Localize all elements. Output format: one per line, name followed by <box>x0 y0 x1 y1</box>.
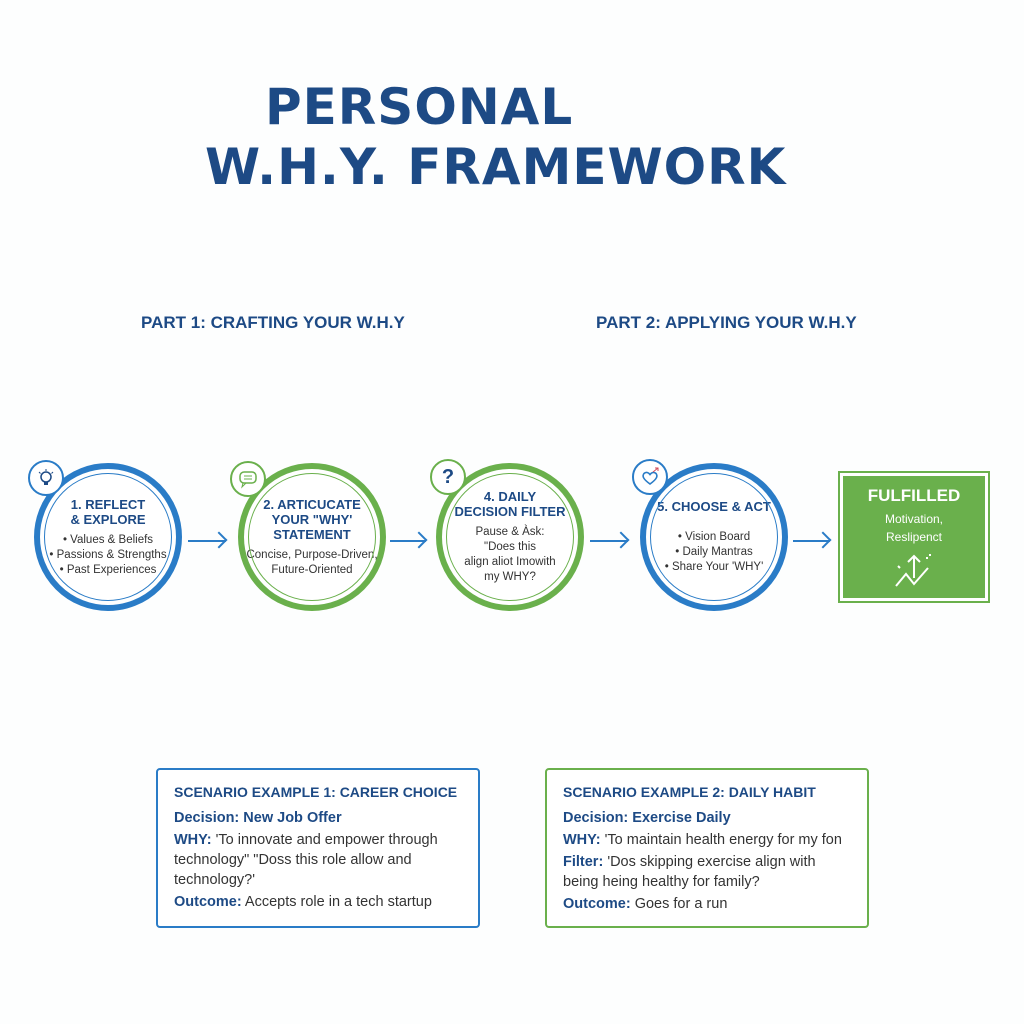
scenario-decision: Decision: Exercise Daily <box>563 810 731 826</box>
step-line: Future-Oriented <box>271 563 353 576</box>
filter-text: 'Dos skipping exercise align with being … <box>563 854 816 890</box>
speech-bubble-icon <box>230 461 266 497</box>
outcome-label: Outcome: <box>563 896 631 912</box>
step-line: • Past Experiences <box>59 563 157 576</box>
fulfilled-line: Reslipenct <box>885 530 943 544</box>
outcome-text: Accepts role in a tech startup <box>244 894 432 910</box>
step-title: DECISION FILTER <box>454 504 566 519</box>
fulfilled-box: FULFILLED Motivation, Reslipenct <box>838 471 990 603</box>
title-line-2: W.H.Y. FRAMEWORK <box>205 138 787 196</box>
outcome-label: Outcome: <box>174 894 242 910</box>
why-text: 'To maintain health energy for my fon <box>604 832 842 848</box>
scenario-heading: SCENARIO EXAMPLE 1: CAREER CHOICE <box>174 784 458 800</box>
step-title: 5. CHOOSE & ACT <box>657 499 771 514</box>
step-title: 1. REFLECT <box>70 496 146 512</box>
step-line: • Share Your 'WHY' <box>664 561 764 573</box>
why-label: WHY: <box>174 832 212 848</box>
title-line-1: PERSONAL <box>265 78 574 136</box>
heart-arrow-icon <box>632 459 668 495</box>
flow-arrow <box>590 540 628 542</box>
step-line: • Passions & Strengths <box>49 548 167 561</box>
step-line: • Vision Board <box>677 531 751 543</box>
fulfilled-line: Motivation, <box>884 512 944 526</box>
growth-chart-icon <box>895 554 931 587</box>
why-text: 'To innovate and empower through technol… <box>174 832 438 888</box>
fulfilled-title: FULFILLED <box>867 486 961 505</box>
step-line: my WHY? <box>484 571 536 583</box>
part-1-heading: PART 1: CRAFTING YOUR W.H.Y <box>141 313 405 332</box>
step-choose-act: 5. CHOOSE & ACT • Vision Board • Daily M… <box>640 463 788 611</box>
part-2-heading: PART 2: APPLYING YOUR W.H.Y <box>596 313 857 332</box>
why-label: WHY: <box>563 832 601 848</box>
step-line: • Daily Mantras <box>675 546 753 558</box>
step-line: Concise, Purpose-Driven, <box>246 548 378 561</box>
filter-label: Filter: <box>563 854 604 870</box>
flow-arrow <box>793 540 830 542</box>
flow-arrow <box>390 540 426 542</box>
step-title: 4. DAILY <box>483 489 537 504</box>
question-icon: ? <box>430 459 466 495</box>
step-line: "Does this <box>483 541 537 553</box>
step-line: • Values & Beliefs <box>62 533 154 546</box>
scenario-card-2: SCENARIO EXAMPLE 2: DAILY HABIT Decision… <box>545 768 869 928</box>
scenario-heading: SCENARIO EXAMPLE 2: DAILY HABIT <box>563 784 816 800</box>
step-title: 2. ARTICUCATE <box>263 496 361 512</box>
step-title: YOUR "WHY' <box>271 511 353 527</box>
step-title: STATEMENT <box>273 526 351 542</box>
step-title: & EXPLORE <box>70 511 146 527</box>
flow-arrow <box>188 540 226 542</box>
step-reflect-explore: 1. REFLECT& EXPLORE • Values & Beliefs •… <box>34 463 182 611</box>
scenario-card-1: SCENARIO EXAMPLE 1: CAREER CHOICE Decisi… <box>156 768 480 928</box>
outcome-text: Goes for a run <box>634 896 728 912</box>
lightbulb-icon <box>28 460 64 496</box>
scenario-decision: Decision: New Job Offer <box>174 810 342 826</box>
step-line: Pause & Àsk: <box>475 526 545 538</box>
step-line: align aliot Imowith <box>464 556 556 568</box>
